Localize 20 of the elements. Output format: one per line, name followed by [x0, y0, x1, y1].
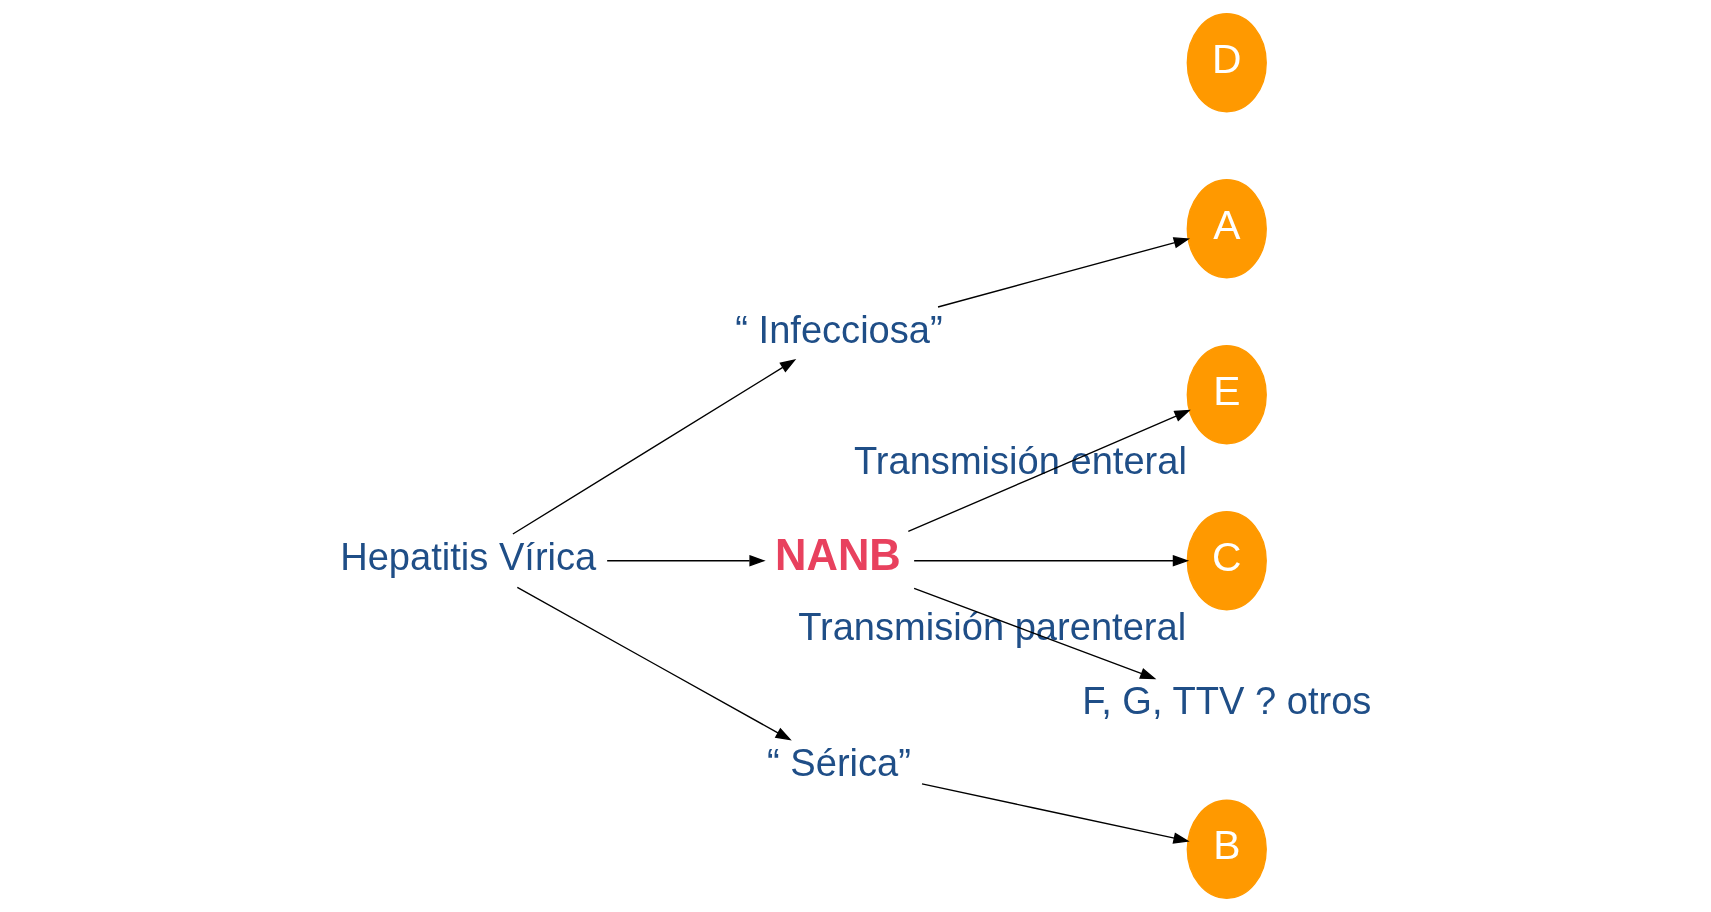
arrow: [516, 586, 792, 741]
node-text: “ Infecciosa”: [734, 308, 943, 351]
node-ellipse: A: [1186, 179, 1267, 279]
node-label: Transmisión enteral: [853, 440, 1187, 483]
arrow: [606, 555, 766, 567]
arrow: [907, 409, 1191, 533]
arrow: [920, 783, 1190, 844]
node-ellipse: D: [1186, 13, 1267, 113]
node-label: Transmisión parenteral: [797, 606, 1186, 649]
arrow: [912, 587, 1156, 680]
arrow: [912, 555, 1189, 567]
node-text: Hepatitis Vírica: [339, 536, 596, 579]
node-ellipse: E: [1186, 345, 1267, 445]
node-ellipse: B: [1186, 799, 1267, 899]
arrow: [936, 237, 1190, 308]
node-text: “ Sérica”: [766, 741, 911, 784]
node-text: F, G, TTV ? otros: [1081, 680, 1371, 723]
node-ellipse: C: [1186, 511, 1267, 611]
arrow: [511, 359, 796, 535]
node-text: NANB: [774, 531, 901, 580]
